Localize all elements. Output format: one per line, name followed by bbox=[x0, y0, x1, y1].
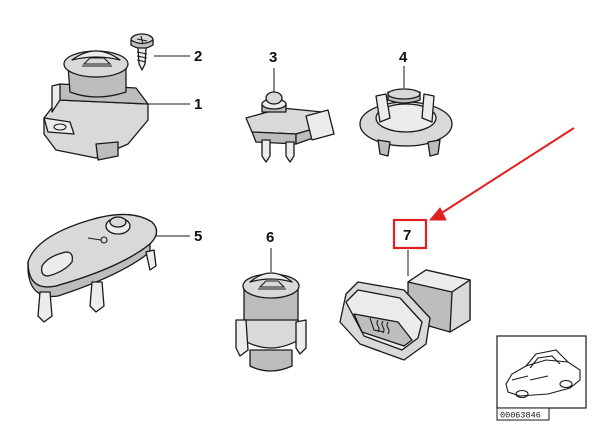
red-arrow-icon bbox=[428, 127, 575, 221]
part-1-switch-assembly bbox=[43, 50, 149, 161]
part-5-switch-bezel bbox=[27, 213, 158, 323]
callout-7: 7 bbox=[403, 227, 411, 244]
part-6-rotary-knob bbox=[235, 272, 307, 372]
reference-id: 00063846 bbox=[500, 411, 541, 421]
reference-id-box bbox=[496, 407, 550, 421]
callout-2: 2 bbox=[194, 48, 202, 65]
part-2-screw bbox=[130, 33, 154, 71]
callout-1: 1 bbox=[194, 96, 202, 113]
callout-6: 6 bbox=[266, 229, 274, 246]
callout-4: 4 bbox=[399, 49, 408, 66]
callout-3: 3 bbox=[269, 49, 277, 66]
part-7-seat-heating-switch bbox=[339, 269, 471, 361]
callout-5: 5 bbox=[194, 228, 202, 245]
part-3-push-button bbox=[245, 91, 335, 163]
part-4-retaining-clip bbox=[359, 88, 453, 157]
vehicle-location-inset bbox=[496, 335, 587, 409]
callout-7-highlight-box bbox=[392, 218, 428, 250]
